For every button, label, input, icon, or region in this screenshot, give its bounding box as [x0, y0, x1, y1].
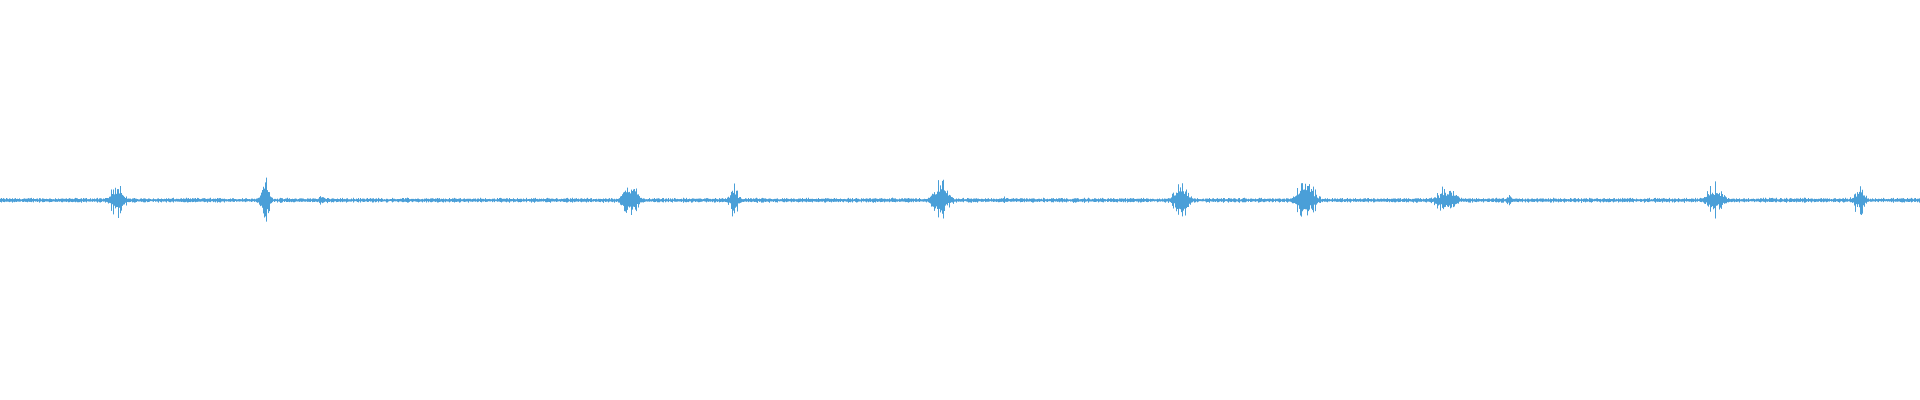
- waveform-samples: [0, 177, 1920, 222]
- waveform-path: [0, 177, 1920, 222]
